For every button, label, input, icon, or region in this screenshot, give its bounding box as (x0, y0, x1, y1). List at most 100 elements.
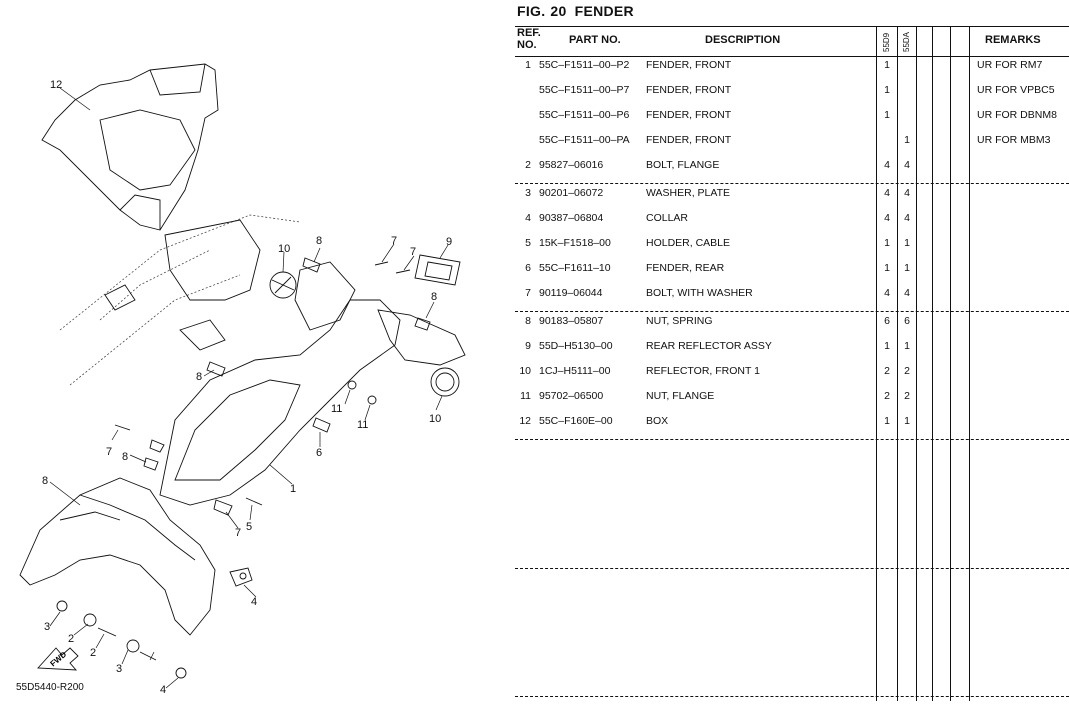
callout-number: 11 (331, 403, 342, 415)
callout-number: 8 (316, 235, 322, 247)
qty-55d9: 4 (884, 187, 890, 199)
qty-55d9: 1 (884, 415, 890, 427)
remarks: UR FOR RM7 (977, 59, 1043, 71)
ref-no: 12 (519, 415, 531, 427)
callout-number: 4 (251, 596, 257, 608)
forward-arrow-icon: FWD (37, 647, 79, 671)
part-number: 95827–06016 (539, 159, 604, 171)
callout-number: 10 (429, 413, 441, 425)
callout-number: 12 (50, 79, 62, 91)
callout-number: 7 (235, 527, 241, 539)
part-number: 55C–F1511–00–P6 (539, 109, 630, 121)
qty-55da: 1 (904, 237, 910, 249)
part-number: 90183–05807 (539, 315, 604, 327)
callout-number: 4 (160, 684, 166, 696)
ref-no: 4 (525, 212, 531, 224)
figure-number: 20 (550, 3, 567, 19)
qty-55da: 4 (904, 159, 910, 171)
table-row: 8 90183–05807 NUT, SPRING 6 6 (515, 315, 1069, 340)
part-number: 55C–F160E–00 (539, 415, 613, 427)
table-row: 12 55C–F160E–00 BOX 1 1 (515, 415, 1069, 440)
description: NUT, SPRING (646, 315, 713, 327)
qty-55d9: 1 (884, 340, 890, 352)
header-model-55d9: 55D9 (882, 32, 891, 52)
frame-ghost (59, 214, 301, 386)
remarks: UR FOR VPBC5 (977, 84, 1055, 96)
part-number: 90119–06044 (539, 287, 603, 299)
callout-number: 2 (90, 647, 96, 659)
description: BOX (646, 415, 669, 427)
part-number: 15K–F1518–00 (539, 237, 611, 249)
qty-55d9: 4 (884, 287, 890, 299)
qty-55d9: 1 (884, 59, 890, 71)
part-number: 90387–06804 (539, 212, 604, 224)
ref-no: 9 (525, 340, 531, 352)
description: NUT, FLANGE (646, 390, 715, 402)
group-divider (515, 439, 1069, 440)
ref-no: 7 (525, 287, 531, 299)
qty-55d9: 6 (884, 315, 890, 327)
callout-number: 2 (68, 633, 74, 645)
callout-number: 9 (446, 236, 452, 248)
callout-number: 8 (196, 371, 202, 383)
callout-number: 6 (316, 447, 322, 459)
cable-holder-part (229, 567, 253, 587)
part-number: 55C–F1511–00–P7 (539, 84, 630, 96)
qty-55d9: 1 (884, 237, 890, 249)
callout-number: 7 (106, 446, 112, 458)
qty-55da: 4 (904, 287, 910, 299)
diagram-code: 55D5440-R200 (16, 682, 84, 693)
qty-55d9: 1 (884, 109, 890, 121)
callout-number: 1 (290, 483, 296, 495)
qty-55d9: 4 (884, 159, 890, 171)
qty-55da: 1 (904, 340, 910, 352)
ref-no: 6 (525, 262, 531, 274)
callout-number: 3 (44, 621, 50, 633)
ref-no: 10 (519, 365, 531, 377)
part-number: 95702–06500 (539, 390, 604, 402)
description: BOLT, WITH WASHER (646, 287, 753, 299)
description: WASHER, PLATE (646, 187, 731, 199)
column-rule (969, 26, 970, 701)
header-bottom-rule (515, 56, 1069, 57)
ref-no: 8 (525, 315, 531, 327)
part-number: 90201–06072 (539, 187, 604, 199)
qty-55da: 4 (904, 187, 910, 199)
group-divider (515, 311, 1069, 312)
callout-number: 8 (431, 291, 437, 303)
callout-number: 7 (410, 246, 416, 258)
qty-55da: 1 (904, 415, 910, 427)
qty-55da: 2 (904, 365, 910, 377)
qty-55d9: 1 (884, 262, 890, 274)
qty-55d9: 1 (884, 84, 890, 96)
qty-55da: 1 (904, 134, 910, 146)
description: FENDER, FRONT (646, 59, 732, 71)
group-divider (515, 568, 1069, 569)
qty-55d9: 2 (884, 390, 890, 402)
description: FENDER, FRONT (646, 134, 732, 146)
rear-fender-part (159, 261, 466, 506)
qty-55da: 1 (904, 262, 910, 274)
qty-55d9: 4 (884, 212, 890, 224)
ref-no: 1 (525, 59, 531, 71)
group-divider (515, 696, 1069, 697)
parts-table: REF. NO. PART NO. DESCRIPTION 55D9 55DA … (515, 26, 1069, 701)
callout-number: 5 (246, 521, 252, 533)
header-remarks: REMARKS (985, 34, 1041, 46)
callout-number: 7 (391, 235, 397, 247)
column-rule (897, 26, 898, 701)
qty-55da: 6 (904, 315, 910, 327)
leader-lines (49, 87, 449, 689)
column-rule (876, 26, 877, 701)
